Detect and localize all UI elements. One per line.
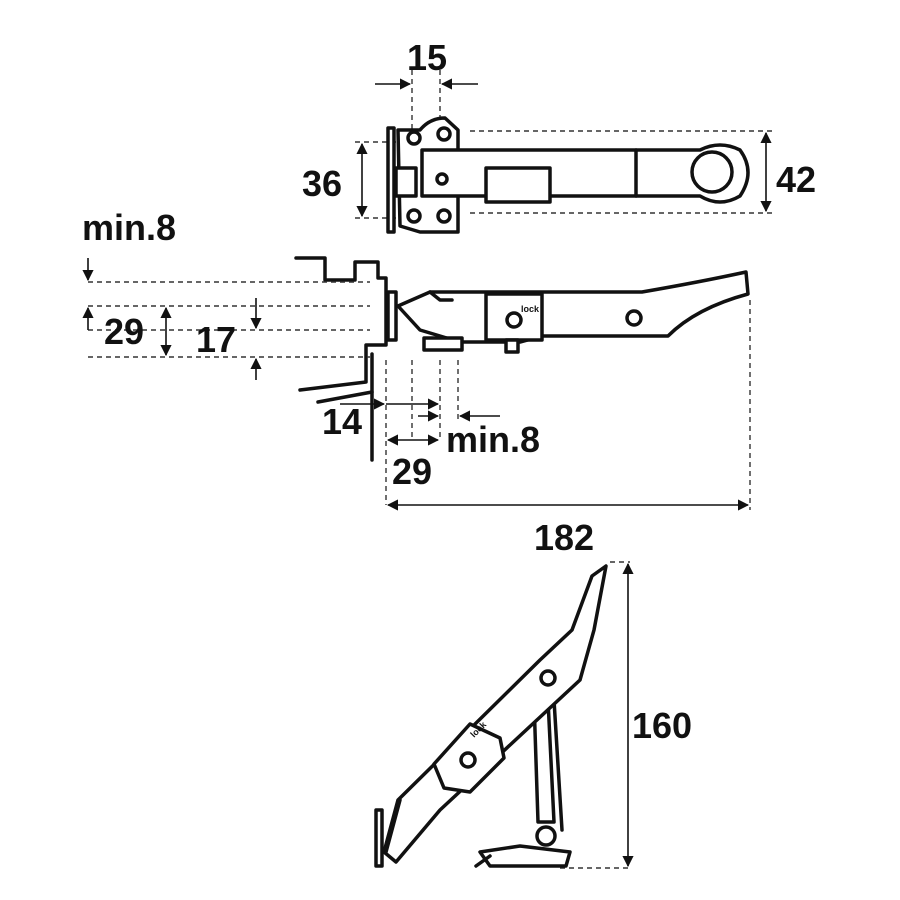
dim-top-right-height: 42 — [776, 159, 816, 200]
lock-label-side: lock — [521, 304, 540, 314]
dim-top-width: 15 — [407, 37, 447, 78]
dim-bottom-29: 29 — [392, 451, 432, 492]
open-view: 160 lock — [374, 561, 692, 869]
dim-top-left-height: 36 — [302, 163, 342, 204]
dim-left-17: 17 — [196, 319, 236, 360]
dim-open-height: 160 — [632, 705, 692, 746]
dim-min-top: min.8 — [82, 207, 176, 248]
dim-bottom-min: min.8 — [446, 419, 540, 460]
top-view: 15 36 42 — [302, 37, 816, 234]
dim-overall-length: 182 — [534, 517, 594, 558]
dim-left-29: 29 — [104, 311, 144, 352]
dim-bottom-14: 14 — [322, 401, 362, 442]
side-view: min.8 29 17 lock 14 min.8 — [82, 207, 751, 558]
